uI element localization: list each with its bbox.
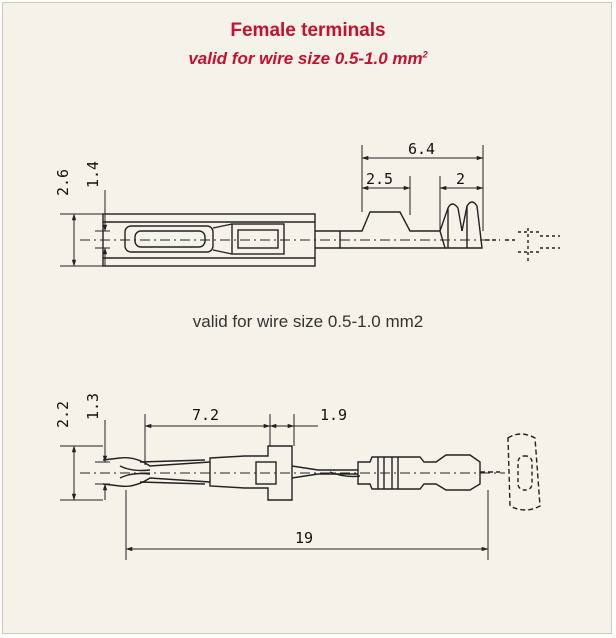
terminal-body-2 [209,445,293,501]
dim-label-8: 7.2 [192,406,219,424]
dim-label-5: 2 [456,170,465,188]
dim-label-3: 6.4 [408,140,435,158]
dim-label-9: 1.9 [320,406,347,424]
dim-label-2: 1.4 [84,161,102,188]
subtitle-text: valid for wire size 0.5-1.0 mm [188,49,423,68]
subtitle-superscript: 2 [422,49,428,60]
dim-label-4: 2.5 [366,170,393,188]
dim-label-6: 2.2 [54,401,72,428]
dim-label-7: 1.3 [84,393,102,420]
dim-label-10: 19 [295,529,313,547]
page-subtitle: valid for wire size 0.5-1.0 mm2 [0,49,616,69]
page-title: Female terminals [230,20,386,41]
drawing-caption: valid for wire size 0.5-1.0 mm2 [192,312,424,331]
dim-label-1: 2.6 [54,169,72,196]
